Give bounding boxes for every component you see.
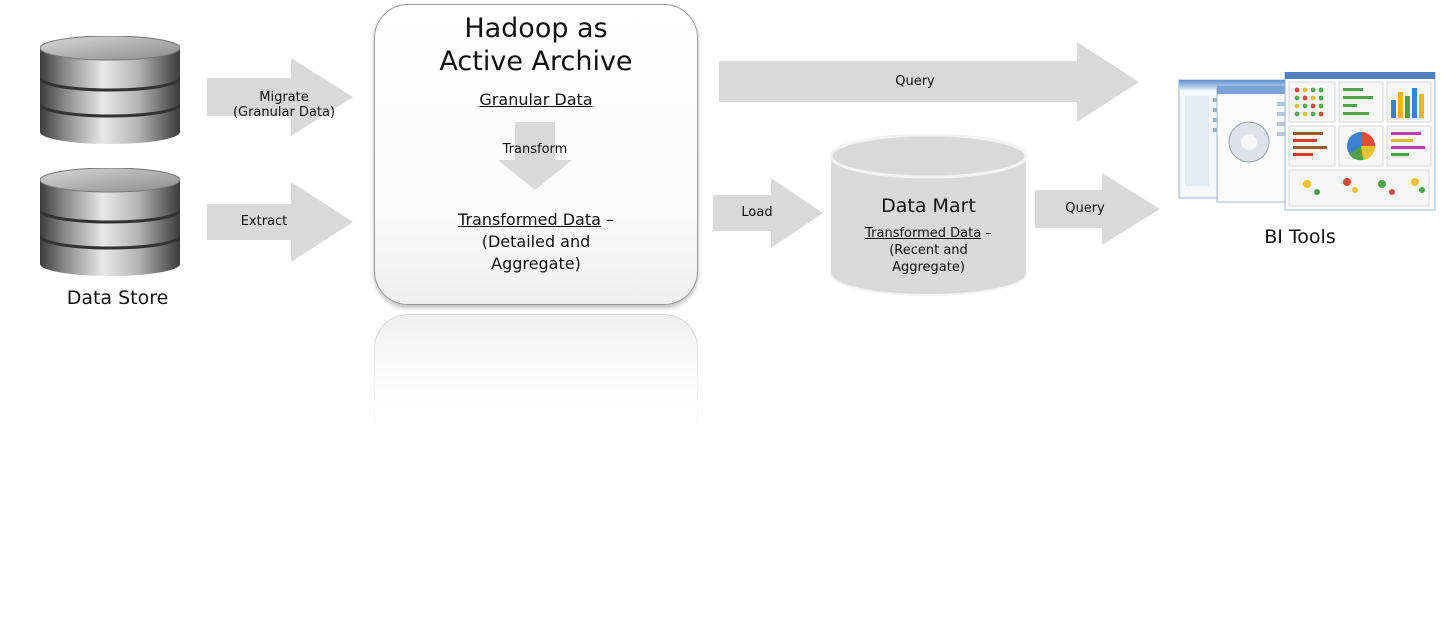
granular-data-label: Granular Data	[479, 90, 593, 109]
transform-label: Transform	[502, 142, 568, 157]
data-mart-line3: Aggregate)	[892, 260, 965, 275]
hadoop-transformed-line3: Aggregate)	[491, 254, 581, 273]
load-arrow	[713, 178, 823, 248]
query-right-arrow	[1035, 173, 1160, 245]
query-top-arrow	[719, 42, 1139, 122]
data-mart-transformed-title: Transformed Data	[865, 226, 982, 241]
migrate-label: Migrate (Granular Data)	[214, 90, 354, 120]
load-label: Load	[741, 205, 773, 220]
hadoop-box-reflection	[374, 314, 698, 434]
data-mart-title: Data Mart	[881, 195, 976, 217]
database-icon	[40, 36, 180, 144]
hadoop-title-line2: Active Archive	[439, 46, 633, 77]
bi-tools-label: BI Tools	[1264, 226, 1336, 248]
extract-arrow	[207, 182, 353, 262]
migrate-arrow	[207, 58, 353, 136]
hadoop-transformed-dash: –	[600, 210, 614, 229]
query-top-label: Query	[895, 74, 935, 89]
data-mart-transformed-dash: –	[981, 226, 992, 241]
dashboard-screens-icon	[1177, 72, 1437, 212]
data-mart-cylinder	[830, 134, 1027, 297]
hadoop-transformed-line2: (Detailed and	[481, 232, 591, 251]
extract-label: Extract	[240, 214, 288, 229]
transform-arrow	[498, 122, 572, 190]
hadoop-transformed-line1: Transformed Data –	[374, 210, 698, 230]
database-icon	[40, 168, 180, 276]
data-store-label: Data Store	[66, 287, 169, 309]
hadoop-transformed-title: Transformed Data	[458, 210, 601, 229]
hadoop-title-line1: Hadoop as	[464, 13, 608, 44]
migrate-label-line2: (Granular Data)	[232, 105, 336, 120]
query-right-label: Query	[1065, 201, 1105, 216]
migrate-label-line1: Migrate	[259, 90, 309, 105]
data-mart-transformed-line1: Transformed Data –	[830, 226, 1027, 242]
data-mart-line2: (Recent and	[889, 243, 968, 258]
